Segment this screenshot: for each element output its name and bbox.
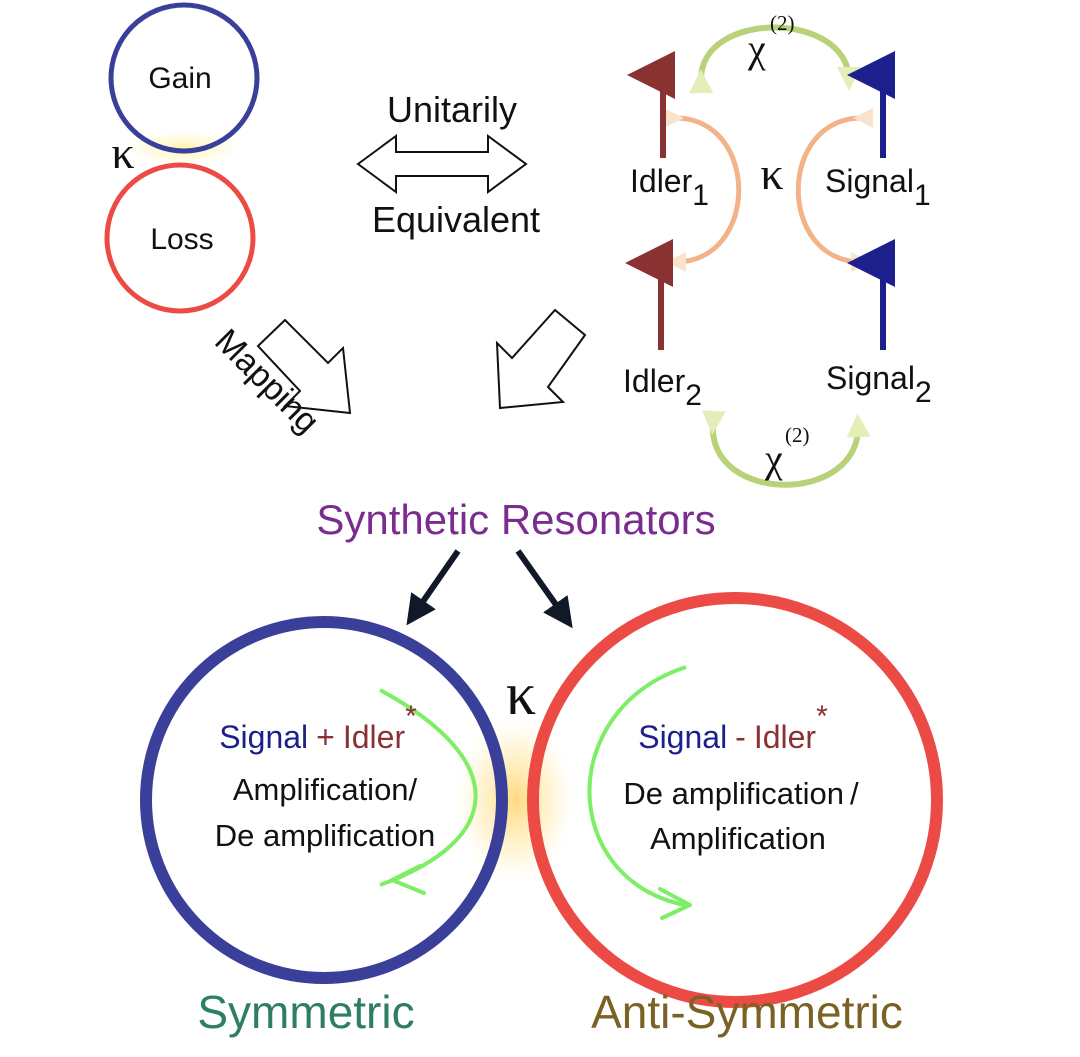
idler2-label: Idler2 [623,363,702,412]
kappa-coupling-left-arc [663,107,742,272]
symmetric-line3: De amplification [215,818,436,853]
chi-coupling-bottom-arc [701,410,871,488]
hollow-arrow-icon [256,318,352,415]
antisymmetric-line3: Amplification [650,821,826,856]
gain-resonator [108,2,260,154]
hollow-arrow-right-icon [495,308,587,410]
symmetric-mode-expression: Signal+Idler* [219,700,417,755]
circulation-arrow-left-icon [379,688,478,887]
signal1-label: Signal1 [825,163,931,212]
kappa-symbol-large: κ [506,661,536,727]
idler1-label: Idler1 [630,163,709,212]
antisymmetric-resonator [527,592,943,1008]
arrow-to-antisymmetric-icon [515,549,573,629]
gain-loss-pair: Gain Loss κ [104,2,260,314]
unitarily-label: Unitarily [387,89,517,130]
circulation-arrowhead-right-icon [658,887,692,920]
chi-label-bottom: χ [764,436,783,481]
symmetric-caption: Symmetric [197,986,414,1038]
antisymmetric-mode-expression: Signal-Idler* [638,700,828,755]
coupling-glow-large [455,715,575,885]
gain-label: Gain [148,62,211,95]
antisymmetric-caption: Anti-Symmetric [591,986,903,1038]
chi-superscript-top: (2) [770,11,795,35]
circulation-arrowhead-left-icon [390,864,426,895]
chi-label-top: χ [747,26,766,71]
kappa-symbol-network: κ [760,148,783,199]
equivalent-label: Equivalent [372,199,540,240]
mode-network: χ (2) χ (2) κ Idler1 Signal1 Idler2 Sign… [623,11,932,488]
mapping-arrow: Mapping [207,318,352,441]
kappa-symbol: κ [111,127,134,178]
loss-resonator [104,162,256,314]
arrow-to-symmetric-icon [406,549,461,626]
synthetic-resonators-title: Synthetic Resonators [316,496,715,543]
antisymmetric-line2: De amplification/ [623,776,859,811]
symmetric-line2: Amplification/ [233,772,418,807]
equivalence-block: Unitarily Equivalent [356,89,540,240]
loss-label: Loss [150,223,213,256]
chi-superscript-bottom: (2) [785,423,810,447]
synthetic-resonator-pair: κ Signal+Idler* Amplification/ De amplif… [140,592,943,1038]
signal2-label: Signal2 [826,360,932,409]
kappa-coupling-right-arc [795,107,874,272]
coupling-glow [128,132,238,164]
double-arrow-icon [356,134,528,194]
circulation-arrow-right-icon [587,665,687,907]
chi-coupling-top-arc [689,24,861,94]
symmetric-resonator [140,616,508,984]
